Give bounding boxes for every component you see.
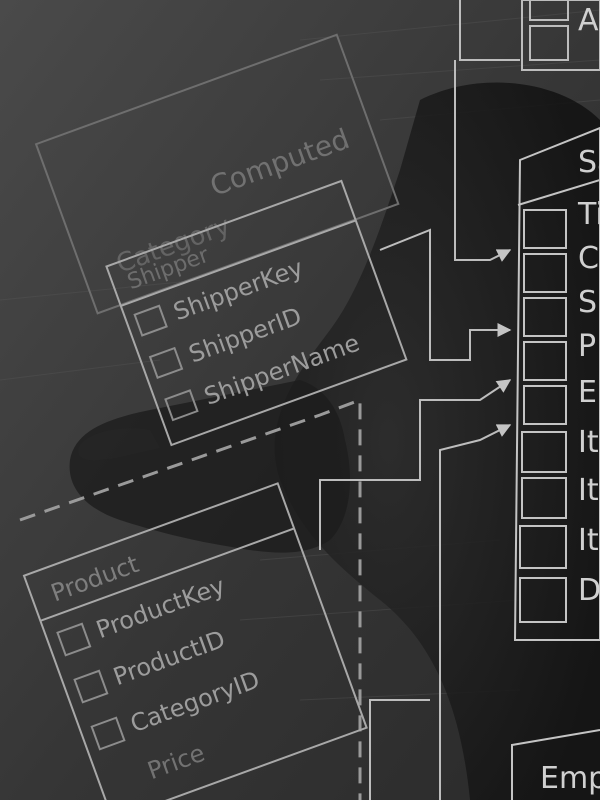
sales-row: E <box>578 375 597 410</box>
sales-table-title: Sa <box>578 145 600 180</box>
checkbox-icon <box>529 0 569 21</box>
checkbox-icon <box>133 304 168 337</box>
top-right-table <box>459 0 600 71</box>
checkbox-icon <box>73 669 109 704</box>
checkbox-icon <box>523 253 567 293</box>
sales-row: It <box>578 473 599 508</box>
relationship-lines <box>319 60 512 800</box>
sales-row: Ti <box>577 197 600 232</box>
checkbox-icon <box>529 25 569 61</box>
employee-table-title: Emp <box>540 761 600 796</box>
sales-row: D <box>578 573 600 608</box>
index-finger <box>78 428 160 461</box>
checkbox-icon <box>523 385 567 425</box>
checkbox-icon <box>519 577 567 623</box>
sales-table <box>513 126 600 641</box>
checkbox-icon <box>56 622 92 657</box>
checkbox-icon <box>523 297 567 337</box>
checkbox-icon <box>148 346 184 379</box>
employee-table <box>511 729 600 800</box>
hand-silhouette <box>69 380 351 553</box>
checkbox-icon <box>164 389 199 422</box>
checkbox-icon <box>521 431 567 473</box>
sales-rows: Ti C S P E It It It D <box>577 197 600 608</box>
sales-row: P <box>578 329 596 364</box>
checkbox-icon <box>523 341 567 381</box>
top-right-partial-row: A <box>578 3 599 38</box>
sales-row: It <box>578 425 599 460</box>
sales-row: C <box>578 241 599 276</box>
dashed-relationship-line <box>19 397 362 800</box>
sales-row: It <box>578 523 599 558</box>
checkbox-icon <box>90 716 126 751</box>
checkbox-icon <box>521 477 567 519</box>
checkbox-icon <box>523 209 567 249</box>
sales-row: S <box>578 285 597 320</box>
checkbox-icon <box>519 525 567 569</box>
